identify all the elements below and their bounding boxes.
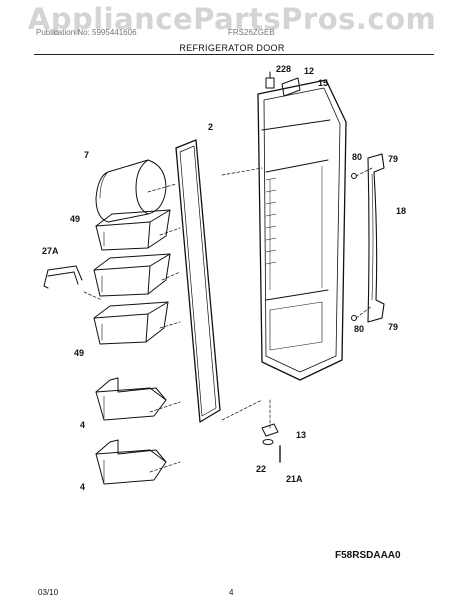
callout-27a: 27A	[42, 246, 59, 256]
page-title: REFRIGERATOR DOOR	[179, 43, 285, 53]
callout-49-upper: 49	[70, 214, 80, 224]
callout-21a: 21A	[286, 474, 303, 484]
model-number: FRS26ZGEB	[228, 28, 275, 37]
figure-code: F58RSDAAA0	[335, 550, 401, 561]
callout-79-top: 79	[388, 154, 398, 164]
callout-2: 2	[208, 122, 213, 132]
footer-date: 03/10	[38, 588, 59, 597]
leader-lines	[83, 167, 373, 473]
part-49-bin-upper	[95, 209, 171, 251]
footer-page-number: 4	[229, 588, 234, 597]
part-4-shelf-lower	[95, 439, 167, 485]
callout-49-lower: 49	[74, 348, 84, 358]
part-4-shelf-upper	[95, 377, 167, 421]
callout-80-top: 80	[352, 152, 362, 162]
part-22-washer	[262, 439, 274, 445]
part-13-hinge-bushing	[261, 423, 279, 437]
title-rule	[34, 54, 434, 55]
callout-228: 228	[276, 64, 291, 74]
part-49-bin-middle	[93, 253, 171, 297]
callout-12: 12	[304, 66, 314, 76]
callout-4-upper: 4	[80, 420, 85, 430]
part-228-hinge-pin	[265, 71, 275, 89]
liner-ribs	[265, 177, 277, 265]
callout-15: 15	[318, 78, 328, 88]
callout-numbers: 7 49 27A 49 4 4 2 228 12 15 80 79 18 80 …	[42, 64, 406, 492]
watermark: AppliancePartsPros.com	[27, 2, 437, 36]
callout-4-lower: 4	[80, 482, 85, 492]
part-27a-handle	[43, 265, 83, 289]
part-18-handle	[367, 153, 385, 323]
publication-number: Publication No: 5995441606	[36, 28, 137, 37]
callout-22: 22	[256, 464, 266, 474]
part-80-screw-top	[351, 173, 357, 179]
callout-79-bottom: 79	[388, 322, 398, 332]
callout-13: 13	[296, 430, 306, 440]
callout-18: 18	[396, 206, 406, 216]
part-2-gasket	[175, 139, 221, 423]
callout-7: 7	[84, 150, 89, 160]
part-49-bin-lower	[93, 301, 169, 345]
part-80-screw-bottom	[351, 315, 357, 321]
callout-80-bottom: 80	[354, 324, 364, 334]
part-12-hinge-cover	[281, 77, 301, 97]
door-assembly	[257, 79, 347, 381]
part-7-dairy-cover	[95, 159, 167, 223]
